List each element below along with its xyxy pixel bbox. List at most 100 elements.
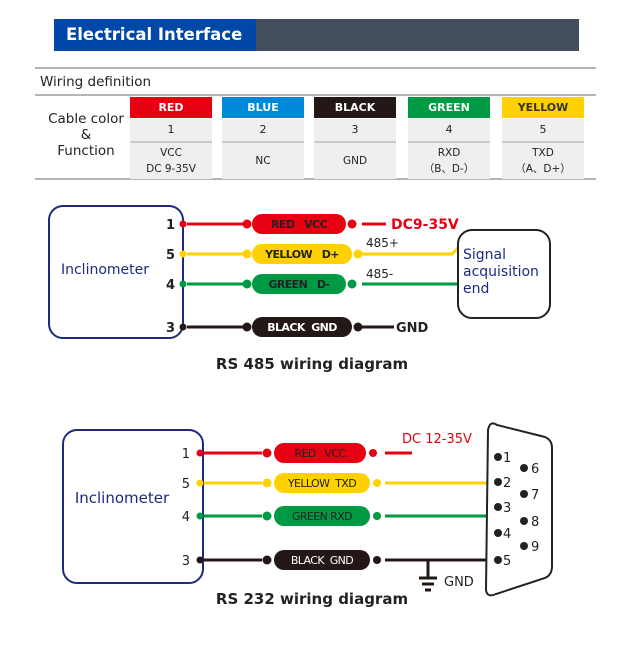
function-cell: NC xyxy=(222,141,304,179)
wire-label-pill xyxy=(274,550,370,570)
pin-number: 3 xyxy=(182,554,190,569)
db9-pin xyxy=(494,529,502,537)
db9-pin xyxy=(494,556,502,564)
function-line: （A、D+） xyxy=(515,163,571,175)
divider xyxy=(35,67,596,69)
wire xyxy=(385,474,496,485)
pin-number: 3 xyxy=(166,321,175,336)
db9-pin xyxy=(494,478,502,486)
pin-number: 5 xyxy=(166,248,175,263)
wire-label-pill xyxy=(252,274,346,294)
device-label: Inclinometer xyxy=(61,262,149,278)
function-line: RXD xyxy=(437,147,461,159)
wire-label: BLACK GND xyxy=(291,554,353,567)
wire-label-pill xyxy=(252,317,352,337)
row-label-line: Cable color xyxy=(48,111,124,127)
signal-label: 485+ xyxy=(366,236,399,250)
wire-label-pill xyxy=(252,214,346,234)
wire-label: RED VCC xyxy=(271,218,327,231)
wire-dot xyxy=(196,556,204,564)
function-line: VCC xyxy=(160,147,182,159)
wire-label: GREEN RXD xyxy=(292,510,352,523)
db9-pin-label: 7 xyxy=(531,488,539,503)
db9-pin xyxy=(520,464,528,472)
wire-dot xyxy=(242,322,252,332)
row-label: Cable color & Function xyxy=(36,111,136,159)
wire-dot xyxy=(196,512,204,520)
function-line: TXD xyxy=(532,147,554,159)
pin-cell: 1 xyxy=(130,119,212,141)
wire-label-pill xyxy=(274,473,370,493)
wire-dot xyxy=(347,279,357,289)
divider xyxy=(35,94,596,96)
section-header: Electrical Interface xyxy=(54,19,579,51)
pin-number: 1 xyxy=(182,447,190,462)
wire-dot xyxy=(373,479,381,487)
wire-dot xyxy=(373,556,381,564)
pin-number: 1 xyxy=(166,218,175,233)
wire-label: BLACK GND xyxy=(267,321,337,334)
pin-cell: 4 xyxy=(408,119,490,141)
wire-label: YELLOW TXD xyxy=(287,477,356,490)
function-cell: VCC DC 9-35V xyxy=(130,141,212,179)
row-label-line: & xyxy=(80,127,92,143)
wire-dot xyxy=(262,511,272,521)
function-line: DC 9-35V xyxy=(146,163,196,175)
wire-label: RED VCC xyxy=(294,447,346,460)
wire-dot xyxy=(196,449,204,457)
color-cell: YELLOW xyxy=(502,97,584,118)
divider xyxy=(35,178,596,180)
wire-label-pill xyxy=(274,506,370,526)
wire xyxy=(385,505,499,518)
db9-connector-icon xyxy=(484,422,553,597)
receiver-label: Signal xyxy=(463,247,506,263)
receiver-label: end xyxy=(463,281,489,297)
inclinometer-box xyxy=(48,205,184,339)
db9-pin xyxy=(520,490,528,498)
wire-label-pill xyxy=(274,443,366,463)
db9-pin-label: 2 xyxy=(503,476,511,491)
receiver-label: acquisition xyxy=(463,264,539,280)
supply-label: DC 12-35V xyxy=(402,432,472,447)
function-line: （B、D-） xyxy=(423,163,475,175)
db9-pin xyxy=(520,517,528,525)
wire-dot xyxy=(242,249,252,259)
signal-acquisition-box xyxy=(457,229,551,319)
supply-label: DC9-35V xyxy=(391,217,459,233)
wire-dot xyxy=(347,219,357,229)
pin-cell: 5 xyxy=(502,119,584,141)
pin-cell: 3 xyxy=(314,119,396,141)
function-line: NC xyxy=(255,155,271,167)
db9-pin-label: 8 xyxy=(531,515,539,530)
function-cell: GND xyxy=(314,141,396,179)
function-line: GND xyxy=(342,155,368,167)
db9-pin xyxy=(494,453,502,461)
db9-pin-label: 6 xyxy=(531,462,539,477)
wire-label: GREEN D- xyxy=(268,278,329,291)
db9-pin-label: 4 xyxy=(503,527,511,542)
section-title: Electrical Interface xyxy=(54,19,256,51)
diagram-caption: RS 232 wiring diagram xyxy=(216,590,408,608)
wire-dot xyxy=(179,323,187,331)
wire-dot xyxy=(196,479,204,487)
color-cell: BLUE xyxy=(222,97,304,118)
wire-dot xyxy=(262,448,272,458)
wire-dot xyxy=(353,322,363,332)
function-cell: RXD （B、D-） xyxy=(408,141,490,179)
wire-dot xyxy=(242,279,252,289)
db9-pin-label: 3 xyxy=(503,501,511,516)
row-label-line: Function xyxy=(57,143,115,159)
pin-number: 4 xyxy=(166,278,175,293)
wire-label: YELLOW D+ xyxy=(264,248,339,261)
wire-dot xyxy=(262,555,272,565)
pin-cell: 2 xyxy=(222,119,304,141)
db9-pin-label: 9 xyxy=(531,540,539,555)
color-cell: RED xyxy=(130,97,212,118)
wiring-definition-title: Wiring definition xyxy=(40,74,152,90)
color-cell: BLACK xyxy=(314,97,396,118)
